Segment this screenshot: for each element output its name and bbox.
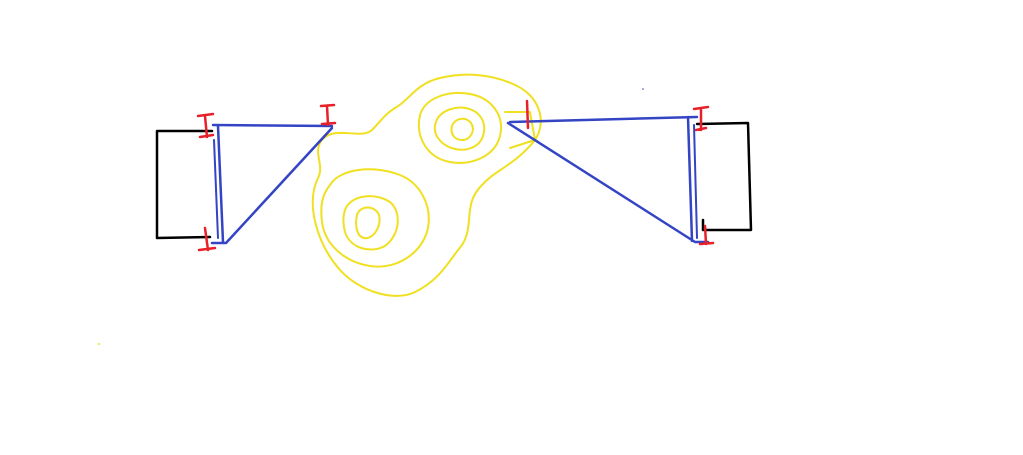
pin-left-bottom	[197, 226, 217, 252]
right-link-double	[693, 124, 698, 239]
pins	[196, 99, 715, 252]
left-linkage	[210, 123, 334, 245]
pin-left-linkage-end	[319, 103, 337, 127]
left-link-double	[213, 139, 219, 239]
blob-ring-lower-outer	[320, 168, 430, 268]
pin-right-bottom	[698, 224, 715, 246]
blob-ring-upper-middle	[433, 106, 486, 151]
left-link-diagonal	[210, 126, 334, 245]
pin-right-top	[692, 105, 710, 132]
left-box	[155, 129, 214, 240]
right-link-diagonal	[506, 121, 710, 244]
stray-dot-blue	[642, 88, 644, 90]
blob-ring-upper-outer	[417, 92, 503, 164]
right-link-vertical	[686, 115, 694, 243]
left-link-vertical	[216, 124, 225, 244]
central-blob	[311, 73, 542, 297]
stray-dot-yellow	[98, 343, 100, 345]
pin-right-linkage-start	[525, 99, 530, 130]
right-linkage	[506, 115, 710, 244]
blob-ring-upper-inner	[450, 117, 474, 141]
pin-left-top	[196, 112, 215, 139]
right-box	[695, 121, 753, 232]
blob-outline	[311, 73, 542, 297]
blob-flap-right	[504, 111, 536, 149]
left-link-top	[211, 123, 334, 128]
right-link-top	[508, 115, 699, 124]
blob-ring-lower-inner	[355, 206, 381, 240]
blob-ring-lower-middle	[342, 195, 399, 251]
